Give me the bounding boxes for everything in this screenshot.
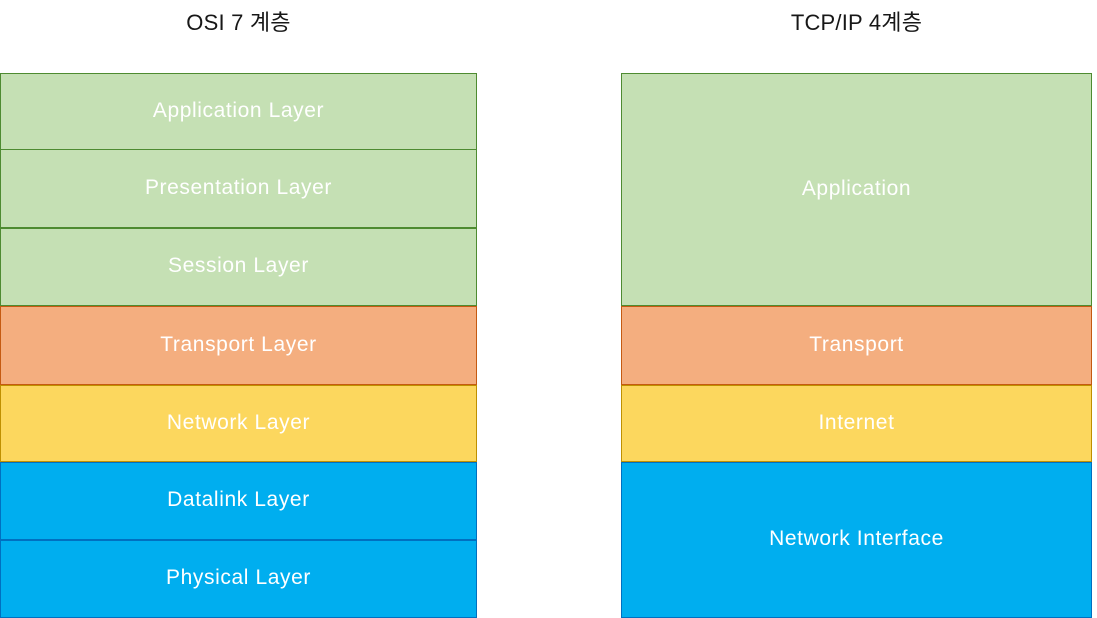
osi-layer-datalink-layer: Datalink Layer	[0, 462, 477, 540]
layer-label: Application	[801, 176, 912, 200]
tcpip-layer-internet: Internet	[621, 385, 1092, 462]
osi-layer-session-layer: Session Layer	[0, 228, 477, 306]
layer-label: Network Layer	[166, 410, 311, 434]
layer-label: Internet	[818, 410, 895, 434]
tcpip-layer-application: Application	[621, 73, 1092, 306]
osi-layer-transport-layer: Transport Layer	[0, 306, 477, 385]
tcpip-column-title: TCP/IP 4계층	[790, 10, 923, 35]
tcpip-layer-network-interface: Network Interface	[621, 462, 1092, 618]
layer-label: Application Layer	[152, 98, 325, 122]
osi-layer-presentation-layer: Presentation Layer	[0, 149, 477, 228]
layer-label: Datalink Layer	[167, 488, 310, 511]
osi-layer-network-layer: Network Layer	[0, 385, 477, 462]
layer-label: Transport Layer	[160, 332, 317, 356]
layer-label: Transport	[809, 332, 904, 356]
layer-label: Network Interface	[769, 527, 944, 550]
layer-label: Session Layer	[168, 254, 309, 277]
osi-layer-physical-layer: Physical Layer	[0, 540, 477, 618]
osi-column-title: OSI 7 계층	[186, 10, 291, 35]
osi-layer-application-layer: Application Layer	[0, 73, 477, 150]
tcpip-layer-transport: Transport	[621, 306, 1092, 385]
layer-label: Physical Layer	[166, 566, 311, 589]
layer-label: Presentation Layer	[144, 175, 333, 199]
